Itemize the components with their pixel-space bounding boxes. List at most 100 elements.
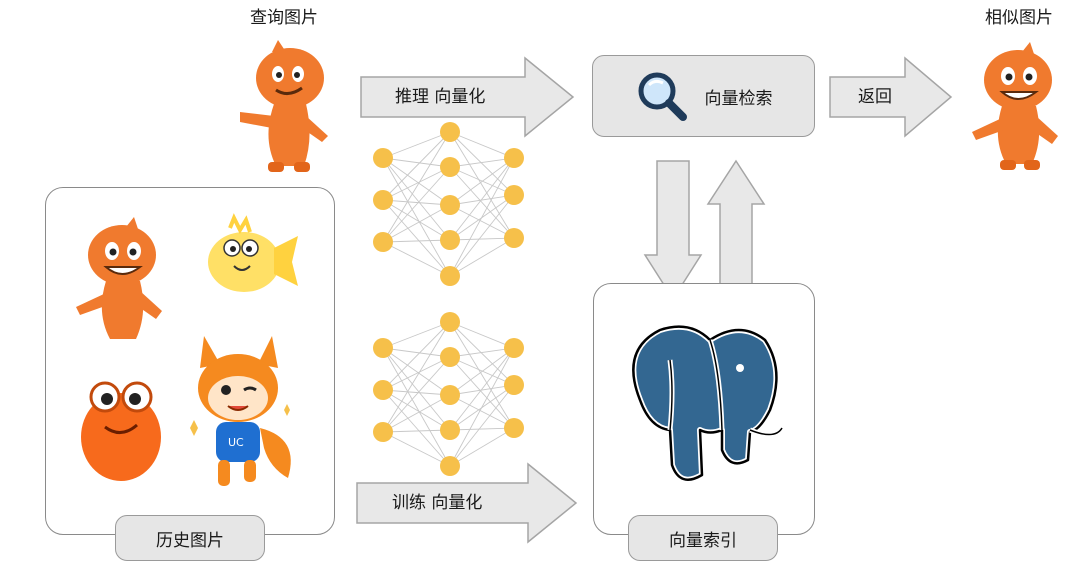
history-images-label: 历史图片 — [156, 530, 224, 551]
vector-search-label: 向量检索 — [704, 88, 773, 109]
train-network-connection — [449, 427, 515, 431]
history-mascot-orange — [76, 217, 162, 339]
train-network-neuron — [373, 338, 393, 358]
svg-text:UC: UC — [228, 436, 244, 449]
infer-network-connection — [382, 204, 451, 243]
infer-network-connection — [382, 199, 451, 241]
train-network-connection — [382, 389, 451, 467]
infer-network-neuron — [373, 190, 393, 210]
infer-network-connection — [382, 131, 451, 201]
infer-network-connection — [449, 131, 515, 239]
infer-network-connection — [449, 204, 515, 239]
train-network-connection — [382, 429, 451, 433]
infer-network-connection — [449, 157, 515, 168]
similar-mascot-image — [972, 42, 1058, 170]
infer-network-connection — [382, 166, 451, 201]
infer-network-connection — [449, 166, 515, 239]
history-images-tag: 历史图片 — [115, 515, 265, 561]
infer-network-connection — [449, 131, 515, 196]
train-network-connection — [449, 347, 515, 396]
infer-network-connection — [382, 131, 451, 159]
infer-network-neuron — [504, 185, 524, 205]
train-network-connection — [449, 427, 515, 467]
train-network-connection — [382, 321, 451, 433]
infer-network-connection — [382, 131, 451, 243]
history-orange-blob — [81, 381, 161, 481]
train-network-connection — [449, 384, 515, 467]
infer-network-connection — [382, 239, 451, 243]
infer-network-connection — [382, 199, 451, 277]
train-network-neuron — [504, 375, 524, 395]
train-network-connection — [449, 321, 515, 349]
history-yellow-fish — [208, 213, 298, 292]
query-mascot-image — [240, 40, 328, 172]
infer-network-connection — [449, 157, 515, 241]
train-network-connection — [382, 347, 451, 358]
train-network-connection — [449, 384, 515, 396]
train-network-connection — [449, 347, 515, 358]
vector-index-label: 向量索引 — [669, 530, 737, 551]
train-network-neuron — [504, 418, 524, 438]
infer-network-connection — [449, 157, 515, 277]
infer-network-connection — [382, 241, 451, 277]
train-network-neuron — [373, 380, 393, 400]
train-network-connection — [449, 347, 515, 467]
infer-arrow — [360, 56, 575, 138]
similar-image-label: 相似图片 — [985, 8, 1053, 28]
train-arrow-label: 训练 向量化 — [392, 493, 483, 513]
infer-network-connection — [382, 157, 451, 168]
infer-network-connection — [382, 199, 451, 206]
vector-search-box: 向量检索 — [592, 55, 815, 137]
infer-network-connection — [449, 237, 515, 277]
infer-network-connection — [449, 194, 515, 277]
infer-network-connection — [382, 157, 451, 241]
query-image-label: 查询图片 — [250, 8, 318, 28]
train-network-neuron — [440, 312, 460, 332]
infer-network-connection — [382, 157, 451, 277]
down-arrow — [643, 160, 703, 301]
infer-arrow-label: 推理 向量化 — [395, 87, 486, 107]
infer-network-neuron — [440, 122, 460, 142]
train-network-neuron — [373, 422, 393, 442]
train-network-connection — [382, 356, 451, 433]
postgresql-elephant-icon — [630, 323, 785, 483]
neural-network-train — [373, 312, 524, 476]
train-network-connection — [449, 356, 515, 429]
infer-network-connection — [449, 237, 515, 241]
infer-network-connection — [449, 157, 515, 206]
neural-network-infer — [373, 122, 524, 286]
train-network-connection — [449, 321, 515, 429]
train-network-connection — [382, 347, 451, 396]
train-network-neuron — [440, 385, 460, 405]
infer-network-neuron — [440, 157, 460, 177]
train-network-neuron — [440, 420, 460, 440]
infer-network-neuron — [440, 266, 460, 286]
train-network-connection — [382, 347, 451, 431]
train-network-connection — [449, 347, 515, 431]
train-network-connection — [382, 431, 451, 467]
infer-network-neuron — [373, 232, 393, 252]
infer-network-connection — [449, 131, 515, 159]
infer-network-neuron — [504, 148, 524, 168]
infer-network-connection — [382, 157, 451, 206]
return-arrow — [829, 56, 953, 138]
train-network-connection — [382, 347, 451, 467]
train-network-connection — [382, 394, 451, 433]
train-network-connection — [382, 356, 451, 391]
infer-network-neuron — [440, 195, 460, 215]
train-network-connection — [382, 389, 451, 431]
magnifier-icon — [638, 72, 687, 121]
train-network-connection — [449, 394, 515, 429]
train-network-neuron — [440, 456, 460, 476]
train-arrow — [356, 462, 578, 544]
train-network-neuron — [440, 347, 460, 367]
train-network-connection — [382, 321, 451, 391]
history-squirrel: UC — [190, 336, 291, 486]
train-network-connection — [382, 321, 451, 349]
return-arrow-label: 返回 — [858, 87, 892, 107]
infer-network-neuron — [504, 228, 524, 248]
infer-network-neuron — [440, 230, 460, 250]
infer-network-connection — [382, 166, 451, 243]
infer-network-neuron — [373, 148, 393, 168]
train-network-connection — [449, 321, 515, 386]
